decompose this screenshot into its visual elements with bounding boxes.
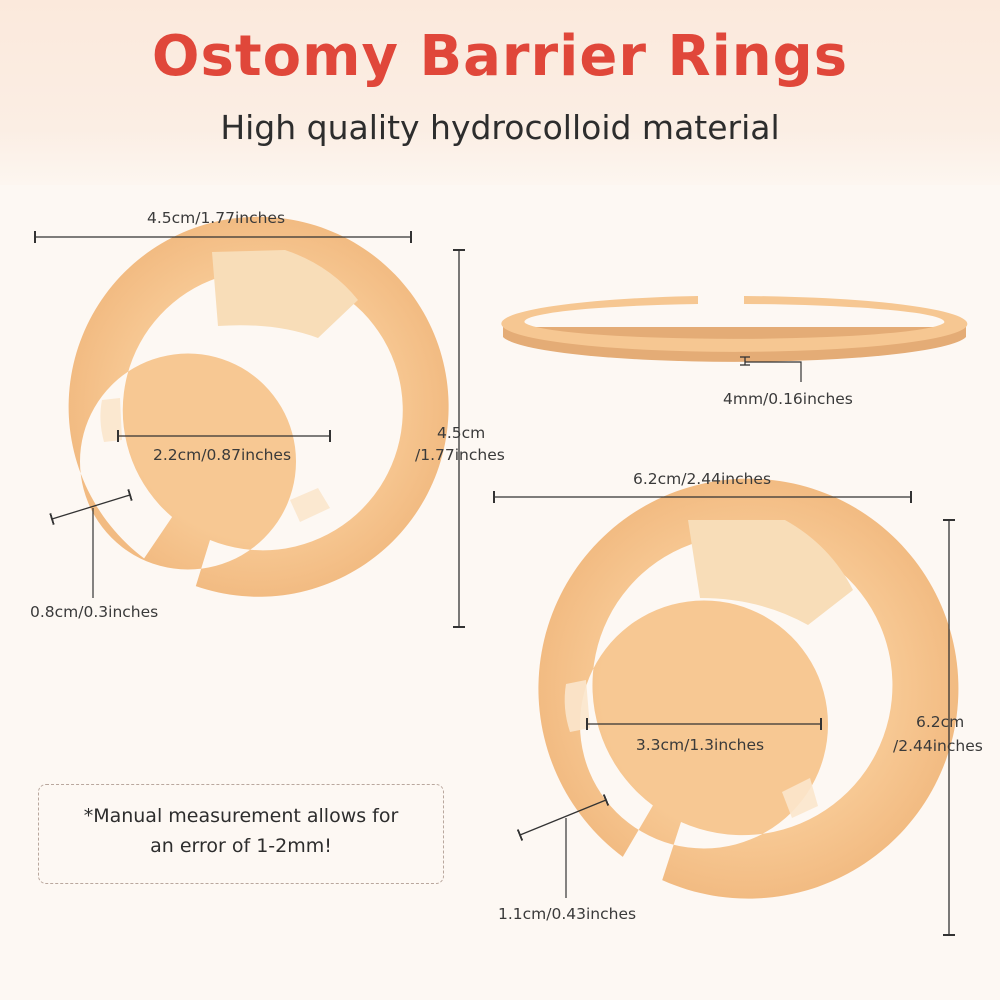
header-band — [0, 0, 1000, 185]
measurement-note-text: *Manual measurement allows for an error … — [39, 801, 443, 861]
large-ring-tab-right — [782, 778, 818, 818]
small-ring-height-label-line1: 4.5cm — [437, 424, 486, 442]
large-ring-tab-left — [564, 680, 590, 732]
large-ring-height-label-line2: /2.44inches — [893, 737, 983, 755]
large-ring-width-label: 6.2cm/2.44inches — [632, 470, 772, 488]
thickness-leader — [745, 361, 802, 382]
side-view-top — [501, 296, 968, 352]
small-ring-body — [68, 216, 449, 597]
large-ring-height-label-line1: 6.2cm — [916, 713, 965, 731]
small-ring-height-label-line2: /1.77inches — [415, 446, 505, 464]
large-ring-band-label: 1.1cm/0.43inches — [498, 905, 637, 923]
large-ring-band-line — [516, 794, 610, 841]
small-ring — [68, 216, 449, 597]
note-line-1: *Manual measurement allows for — [83, 805, 399, 827]
thickness-label: 4mm/0.16inches — [723, 390, 853, 408]
large-ring-body — [538, 478, 959, 899]
small-ring-inner-label: 2.2cm/0.87inches — [152, 446, 292, 464]
small-ring-tab-left — [100, 398, 122, 442]
side-view-ring — [501, 296, 968, 362]
small-ring-tab-right — [290, 488, 330, 522]
page-subtitle: High quality hydrocolloid material — [220, 108, 780, 147]
page-title: Ostomy Barrier Rings — [151, 24, 849, 89]
large-ring — [538, 478, 959, 899]
small-ring-band-label: 0.8cm/0.3inches — [30, 603, 159, 621]
small-ring-band-line — [49, 488, 133, 526]
small-ring-width-label: 4.5cm/1.77inches — [146, 209, 286, 227]
note-line-2: an error of 1-2mm! — [150, 835, 332, 857]
small-ring-light-segment — [212, 250, 358, 338]
large-ring-light-segment — [688, 520, 853, 625]
large-ring-inner-label: 3.3cm/1.3inches — [635, 736, 765, 754]
measurement-note: *Manual measurement allows for an error … — [38, 784, 444, 884]
